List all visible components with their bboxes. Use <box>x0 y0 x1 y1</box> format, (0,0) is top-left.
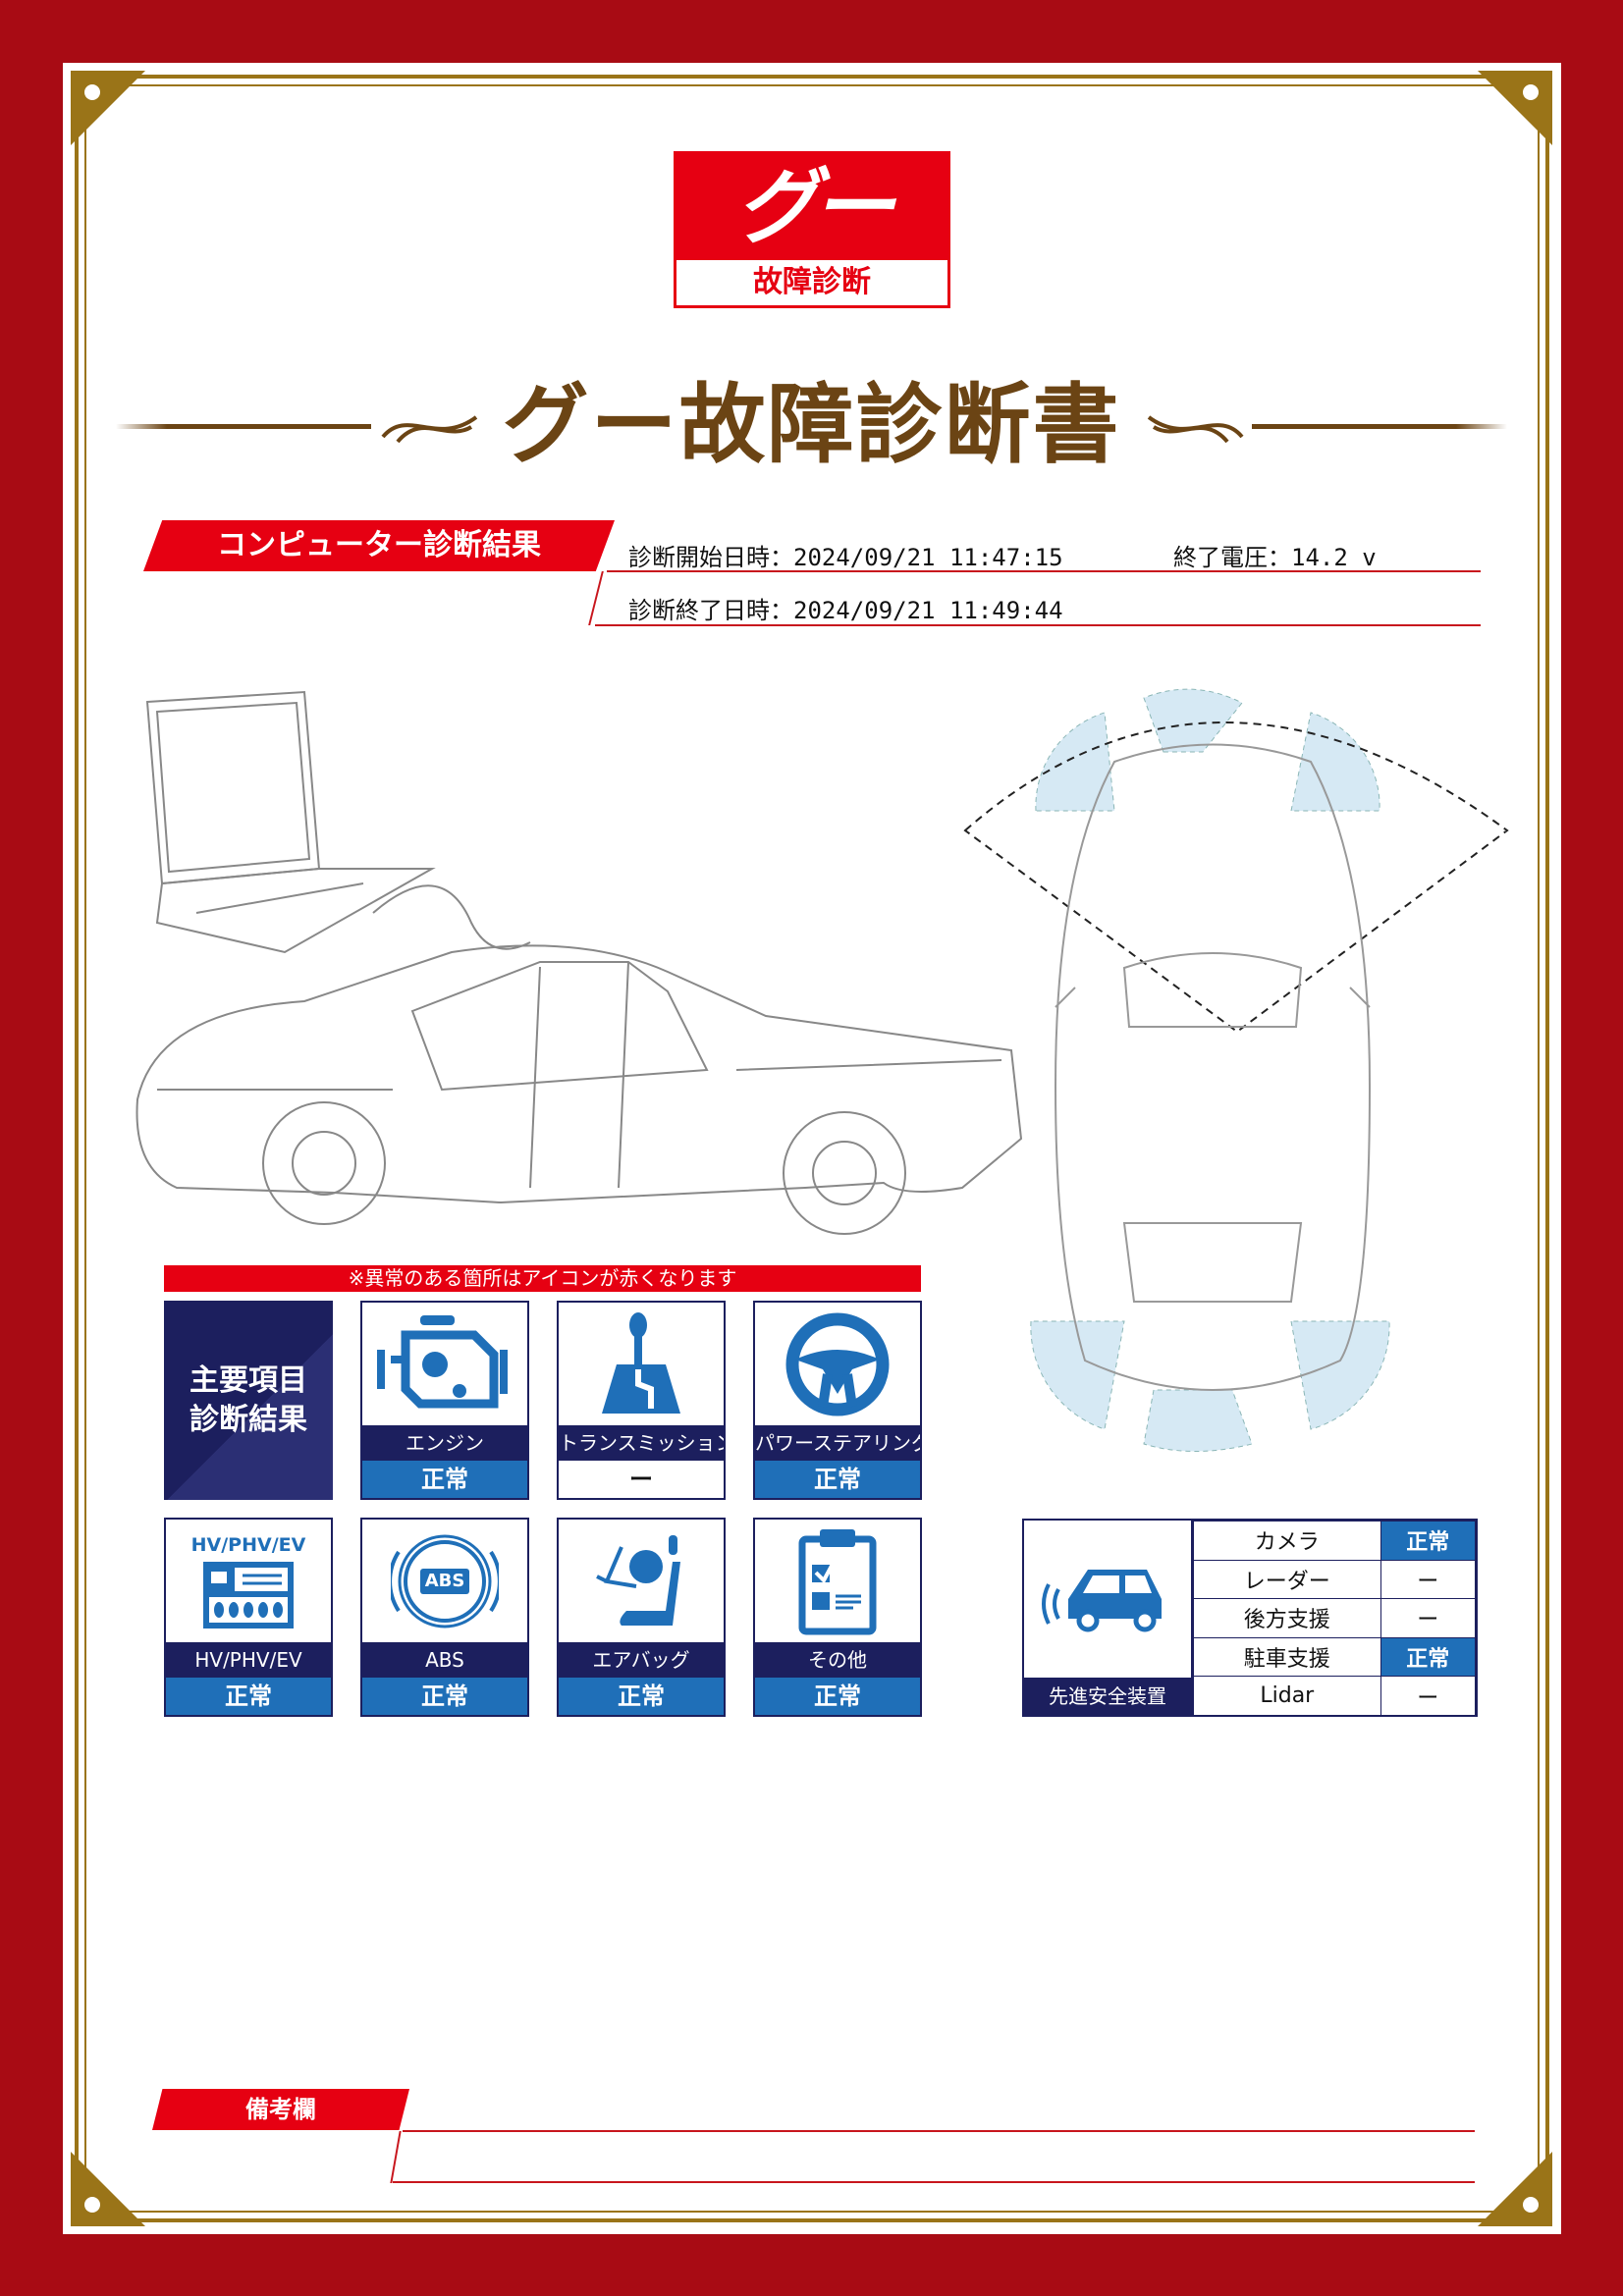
item-hv-phv-ev: HV/PHV/EV HV/PHV/EV 正常 <box>164 1518 333 1717</box>
sensor-coverage-areas <box>1030 688 1390 1452</box>
gold-frame-inner <box>84 84 1540 2213</box>
side-view-car-icon <box>135 944 1023 1235</box>
clipboard-check-icon <box>798 1528 877 1634</box>
laptop-icon <box>145 690 531 954</box>
end-value: 2024/09/21 11:49:44 <box>793 597 1063 624</box>
item-transmission: トランスミッション ー <box>557 1301 726 1500</box>
item-label: エンジン <box>362 1425 527 1461</box>
status-badge: 正常 <box>362 1678 527 1715</box>
status-badge: ー <box>1380 1676 1477 1716</box>
goo-logo: グー 故障診断 <box>674 151 950 308</box>
end-voltage: 終了電圧：14.2 v <box>1173 538 1377 572</box>
start-label: 診断開始日時： <box>628 544 793 571</box>
item-other: その他 正常 <box>753 1518 922 1717</box>
status-badge: 正常 <box>362 1461 527 1498</box>
abs-icon <box>391 1534 499 1628</box>
main-items-label-text: 主要項目 診断結果 <box>189 1362 307 1437</box>
table-row: レーダーー <box>1193 1559 1477 1600</box>
abnormal-notice: ※異常のある箇所はアイコンが赤くなります <box>164 1265 921 1292</box>
status-badge: ー <box>1380 1559 1477 1600</box>
status-badge: 正常 <box>166 1678 331 1715</box>
hybrid-icon-text: HV/PHV/EV <box>190 1533 306 1556</box>
item-power-steering: パワーステアリング 正常 <box>753 1301 922 1500</box>
corner-ornament-icon <box>71 71 145 145</box>
start-value: 2024/09/21 11:47:15 <box>793 544 1063 571</box>
gear-shift-icon <box>602 1311 680 1414</box>
logo-mark: グー <box>676 154 947 260</box>
item-label: ABS <box>362 1642 527 1678</box>
status-badge: ー <box>559 1461 724 1498</box>
item-abs: ABS ABS 正常 <box>360 1518 529 1717</box>
top-view-car-icon <box>1054 743 1372 1391</box>
voltage-label: 終了電圧： <box>1173 544 1291 571</box>
item-label: トランスミッション <box>559 1425 724 1461</box>
item-airbag: エアバッグ 正常 <box>557 1518 726 1717</box>
top-view-car-sensor-illustration <box>963 688 1509 1452</box>
item-engine: エンジン 正常 <box>360 1301 529 1500</box>
adas-row-label: 駐車支援 <box>1193 1636 1381 1678</box>
adas-label: 先進安全装置 <box>1024 1678 1191 1715</box>
engine-icon <box>377 1314 508 1408</box>
hybrid-battery-icon <box>203 1561 294 1629</box>
status-badge: ー <box>1380 1598 1477 1638</box>
status-badge: 正常 <box>559 1678 724 1715</box>
adas-row-label: Lidar <box>1193 1676 1381 1716</box>
status-badge: 正常 <box>1380 1521 1477 1561</box>
divider <box>595 624 1481 626</box>
front-camera-range <box>963 721 1509 1034</box>
table-row: 後方支援ー <box>1193 1598 1477 1638</box>
title-rule-left <box>116 424 371 429</box>
laptop-and-car-illustration <box>135 690 1023 1235</box>
voltage-value: 14.2 v <box>1291 544 1377 571</box>
item-label: パワーステアリング <box>755 1425 920 1461</box>
car-sensor-icon <box>1042 1570 1162 1632</box>
adas-row-label: 後方支援 <box>1193 1598 1381 1638</box>
computer-diagnosis-header: コンピューター診断結果 <box>143 520 615 571</box>
status-badge: 正常 <box>755 1678 920 1715</box>
gold-frame-outer <box>75 75 1549 2222</box>
logo-subtitle: 故障診断 <box>753 265 871 299</box>
table-row: カメラ正常 <box>1193 1521 1477 1561</box>
divider <box>403 2130 1475 2132</box>
airbag-icon <box>596 1534 680 1626</box>
item-label: HV/PHV/EV <box>166 1642 331 1678</box>
remarks-header: 備考欄 <box>152 2089 409 2130</box>
corner-ornament-icon <box>1478 71 1552 145</box>
end-label: 診断終了日時： <box>628 597 793 624</box>
corner-ornament-icon <box>1478 2152 1552 2226</box>
corner-ornament-icon <box>71 2152 145 2226</box>
remarks-field[interactable] <box>393 2132 1475 2183</box>
main-items-label: 主要項目 診断結果 <box>164 1301 333 1500</box>
page-title: グー故障診断書 <box>502 374 1121 475</box>
diagnosis-start: 診断開始日時：2024/09/21 11:47:15 <box>628 538 1063 572</box>
adas-row-label: カメラ <box>1193 1521 1381 1561</box>
adas-row-label: レーダー <box>1193 1559 1381 1600</box>
flourish-left-icon <box>381 415 478 444</box>
flourish-right-icon <box>1147 415 1244 444</box>
status-badge: 正常 <box>755 1461 920 1498</box>
abs-icon-text: ABS <box>424 1571 465 1591</box>
diagnosis-end: 診断終了日時：2024/09/21 11:49:44 <box>628 591 1063 625</box>
item-label: その他 <box>755 1642 920 1678</box>
status-badge: 正常 <box>1380 1636 1477 1678</box>
divider <box>607 570 1481 572</box>
item-label: エアバッグ <box>559 1642 724 1678</box>
steering-wheel-icon <box>785 1312 890 1415</box>
table-row: 駐車支援正常 <box>1193 1636 1477 1678</box>
